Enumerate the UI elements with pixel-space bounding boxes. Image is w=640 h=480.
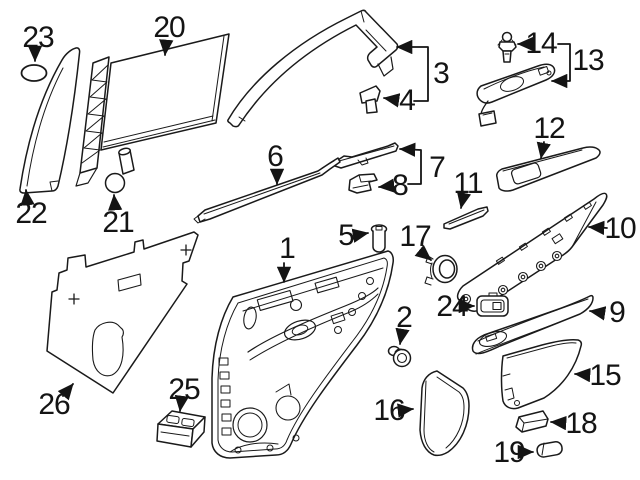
bulb-drawing	[536, 441, 563, 458]
callout-21-label: 21	[102, 206, 134, 239]
grommet-drawing	[389, 347, 411, 367]
callout-2-label: 2	[396, 301, 413, 334]
callout-9-label: 9	[609, 296, 626, 329]
callout-12-label: 12	[533, 112, 565, 145]
door-handle-lamp-drawing	[477, 64, 554, 126]
callout-20-label: 20	[153, 11, 185, 44]
callout-10-label: 10	[604, 212, 636, 245]
callout-17-label: 17	[399, 220, 431, 253]
molding-clip-drawing	[349, 174, 377, 193]
seat-switch-drawing	[157, 411, 205, 447]
callout-5-label: 5	[338, 219, 355, 252]
plug-cap-drawing	[22, 65, 47, 81]
lock-switch-drawing	[477, 293, 508, 316]
callout-5-arrow	[351, 228, 368, 243]
callout-4-label: 4	[399, 84, 416, 117]
window-frame-molding-drawing	[228, 10, 398, 126]
callout-10-arrow	[589, 220, 607, 236]
corner-trim-drawing	[420, 371, 469, 455]
callout-11-arrow	[456, 191, 472, 208]
callout-3-bracket	[396, 39, 428, 101]
switch-bezel-drawing	[497, 147, 600, 191]
callout-26-arrow	[57, 384, 73, 401]
callout-23-label: 23	[22, 21, 54, 54]
callout-22-arrow	[20, 190, 35, 206]
callout-22-label: 22	[15, 197, 47, 230]
callout-21-arrow	[107, 195, 123, 211]
armrest-drawing	[472, 296, 593, 354]
callout-arrows	[20, 36, 607, 460]
callout-13-bracket	[551, 44, 570, 89]
callout-1-label: 1	[279, 232, 296, 265]
bulb-socket-drawing	[498, 33, 516, 63]
callout-4-arrow	[384, 93, 401, 108]
callout-8-arrow	[379, 178, 395, 193]
callout-15-label: 15	[589, 359, 621, 392]
callout-6-label: 6	[267, 140, 284, 173]
callout-25-arrow	[174, 394, 190, 411]
callout-15-arrow	[575, 367, 591, 383]
insulation-pad-drawing	[47, 232, 198, 393]
callout-14-label: 14	[525, 27, 557, 60]
pocket-trim-drawing	[502, 340, 582, 409]
callout-11-label: 11	[453, 167, 483, 200]
pillar-trim-drawing	[20, 48, 80, 193]
callout-17-arrow	[414, 244, 431, 260]
callout-19-label: 19	[493, 436, 525, 469]
trim-insert-drawing	[444, 207, 488, 229]
door-trim-panel-drawing	[212, 251, 393, 458]
callout-20-arrow	[159, 39, 174, 55]
callout-9-arrow	[590, 306, 607, 321]
callout-7-bracket	[400, 142, 421, 184]
switch-blank-drawing	[516, 411, 548, 432]
sunshade-drawing	[76, 34, 229, 186]
callout-16-arrow	[397, 403, 413, 418]
callout-13-label: 13	[572, 44, 604, 77]
frame-clip-drawing	[360, 86, 380, 113]
tweeter-speaker-drawing	[425, 256, 457, 286]
screw-drawing	[106, 147, 135, 192]
callout-3-label: 3	[433, 57, 450, 90]
callout-7-label: 7	[429, 151, 446, 184]
callout-18-label: 18	[565, 407, 597, 440]
screw-grommet-drawing	[372, 225, 387, 252]
callout-18-arrow	[551, 415, 567, 431]
callout-24-label: 24	[436, 290, 468, 323]
callout-25-label: 25	[168, 373, 200, 406]
callout-2-arrow	[395, 327, 410, 344]
callout-8-label: 8	[392, 169, 409, 202]
callout-12-arrow	[536, 142, 551, 158]
upper-molding-drawing	[335, 143, 398, 168]
callout-16-label: 16	[373, 394, 405, 427]
callout-26-label: 26	[38, 388, 70, 421]
